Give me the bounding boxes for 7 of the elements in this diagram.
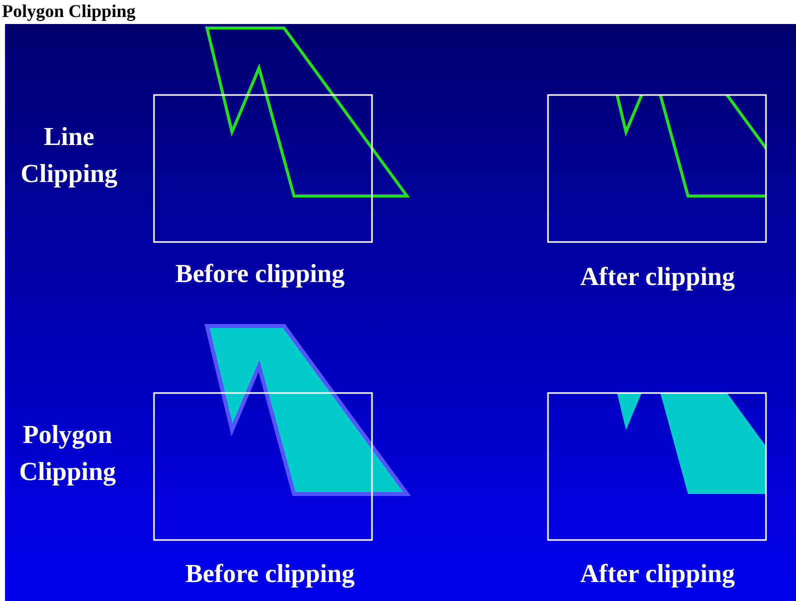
row-label: Line Clipping — [20, 121, 118, 190]
panel-caption: Before clipping — [174, 258, 346, 290]
title: Polygon Clipping — [2, 1, 136, 21]
panel-caption: After clipping — [579, 558, 736, 590]
panel-caption: Before clipping — [184, 558, 356, 590]
panel-caption: After clipping — [579, 261, 736, 293]
row-label: Polygon Clipping — [18, 419, 117, 488]
